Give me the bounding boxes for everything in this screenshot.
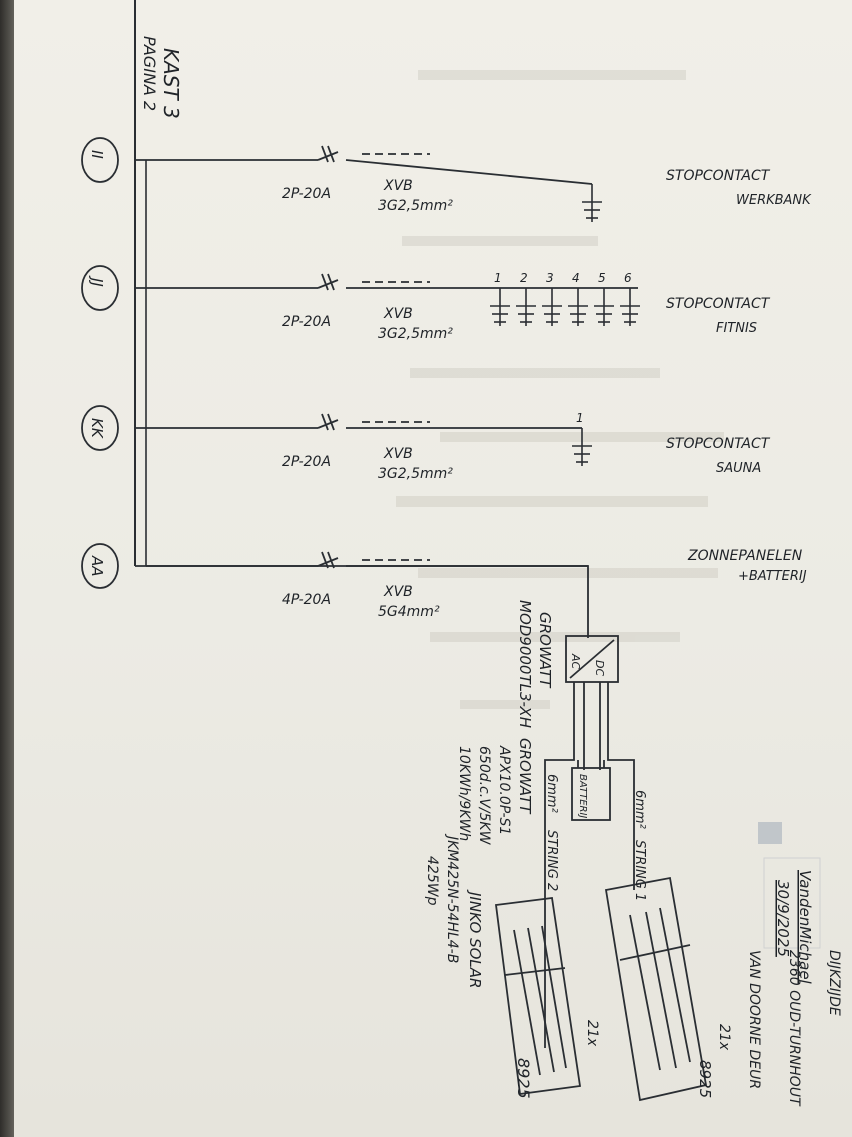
breaker-symbol	[317, 557, 339, 567]
kast-label: KAST 3	[159, 48, 183, 119]
string-1-count: 21x	[716, 1024, 732, 1051]
page-edge-shadow	[0, 0, 16, 1137]
load-label: ZONNEPANELEN	[687, 548, 803, 564]
panel-model: JKM425N-54HL4-B	[444, 833, 460, 963]
circuit-id: AA	[88, 555, 106, 577]
socket-number: 5	[598, 271, 606, 285]
socket-symbol	[594, 288, 614, 326]
cable-type: XVB	[383, 306, 413, 322]
circuit-id-circle	[81, 265, 119, 311]
circuit-id: KK	[88, 418, 106, 439]
socket-number: 2	[520, 271, 528, 285]
cable-type: XVB	[383, 584, 413, 600]
handwritten-labels: II 2P-20A XVB 3G2,5mm² STOPCONTACT WERKBANK JJ…	[88, 36, 842, 1107]
battery-box	[571, 767, 611, 821]
socket-number: 4	[572, 271, 580, 285]
cable-type: XVB	[383, 446, 413, 462]
load-sublabel: +BATTERIJ	[738, 569, 807, 584]
battery-spec: 10KWh/9KWh	[456, 746, 472, 841]
socket-number: 6	[624, 271, 632, 285]
string-1-cable: 6mm²	[632, 790, 647, 829]
circuit-rows	[81, 137, 640, 589]
load-label: STOPCONTACT	[666, 436, 771, 452]
pagina-label: PAGINA 2	[140, 36, 159, 111]
company-stamp	[758, 822, 821, 949]
breaker-rating: 4P-20A	[282, 592, 331, 608]
socket-number: 1	[576, 411, 584, 425]
inverter-dc: DC	[593, 660, 606, 676]
inverter-model: MOD9000TL3-XH	[516, 600, 534, 728]
solar-wiring	[146, 565, 635, 1048]
panel-array-2	[494, 896, 582, 1096]
socket-symbol	[582, 184, 602, 222]
socket-symbol	[490, 288, 510, 326]
string-2-power: 8925	[514, 1058, 533, 1099]
cable-size: 5G4mm²	[378, 604, 440, 620]
breaker-symbol	[317, 419, 339, 429]
circuit-kk	[81, 405, 582, 451]
signature-name: VandenMichael	[796, 870, 814, 985]
battery-spec: APX10.0P-S1	[496, 745, 512, 835]
panel-power: 425Wp	[424, 856, 440, 906]
panel-brand: JINKO SOLAR	[466, 889, 484, 988]
battery-brand: GROWATT	[516, 738, 534, 815]
address-line: 2360 OUD-TURNHOUT	[786, 950, 802, 1107]
socket-symbol	[542, 288, 562, 326]
string-2-label: STRING 2	[544, 830, 559, 891]
breaker-symbol	[317, 279, 339, 289]
battery-label: BATTERIJ	[577, 774, 588, 818]
breaker-rating: 2P-20A	[282, 314, 331, 330]
breaker-rating: 2P-20A	[282, 454, 331, 470]
signature-date: 30/9/2025	[774, 880, 792, 957]
socket-symbol	[620, 288, 640, 326]
address-line: VAN DOORNE DEUR	[746, 950, 762, 1089]
string-1-label: STRING 1	[632, 840, 647, 901]
battery-spec: 650d.c.V/5KW	[476, 746, 492, 846]
load-sublabel: SAUNA	[716, 461, 761, 476]
string-2-cable: 6mm²	[544, 774, 559, 813]
circuit-id: JJ	[88, 275, 106, 287]
circuit-id-circle	[81, 405, 119, 451]
breaker-rating: 2P-20A	[282, 186, 331, 202]
socket-symbol	[568, 288, 588, 326]
inverter-brand: GROWATT	[536, 612, 554, 689]
circuit-id-circle	[81, 543, 119, 589]
bleed-through-text	[396, 70, 724, 709]
inverter-ac: AC	[569, 653, 582, 670]
cable-size: 3G2,5mm²	[378, 466, 453, 482]
string-2-count: 21x	[584, 1020, 600, 1047]
cable-size: 3G2,5mm²	[378, 198, 453, 214]
circuit-id-circle	[81, 137, 119, 183]
panel-array-1	[604, 876, 708, 1102]
address-line: DIJKZIJDE	[826, 950, 842, 1016]
socket-symbol	[516, 288, 536, 326]
socket-symbol	[572, 428, 592, 466]
load-sublabel: FITNIS	[716, 321, 757, 336]
string-1-power: 8925	[696, 1060, 714, 1098]
circuit-id: II	[88, 150, 106, 159]
circuit-jj	[81, 265, 638, 311]
circuit-ii	[81, 137, 593, 185]
socket-number: 1	[494, 271, 502, 285]
breaker-symbol	[317, 151, 339, 161]
load-label: STOPCONTACT	[666, 168, 771, 184]
socket-number: 3	[546, 271, 554, 285]
cable-size: 3G2,5mm²	[378, 326, 453, 342]
cable-type: XVB	[383, 178, 413, 194]
inverter-box	[565, 635, 619, 683]
load-label: STOPCONTACT	[666, 296, 771, 312]
load-sublabel: WERKBANK	[736, 193, 812, 208]
